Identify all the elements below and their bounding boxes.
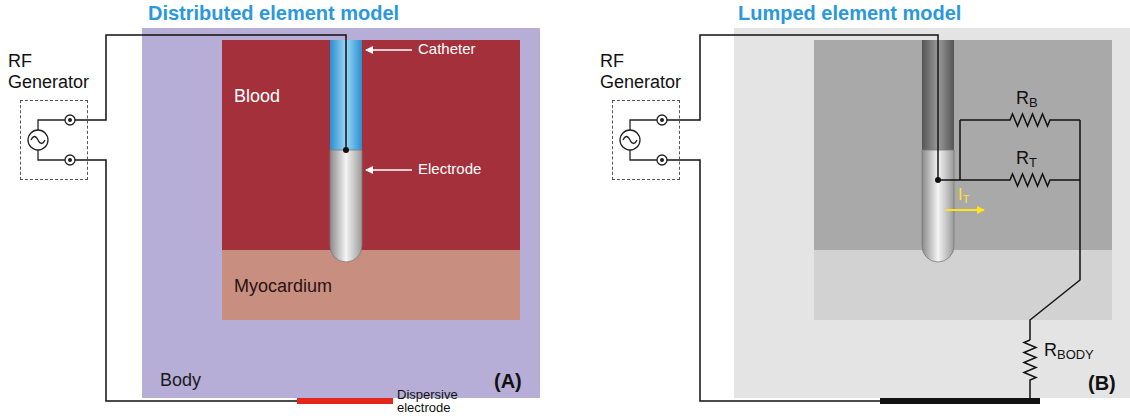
resistor-label: RB: [1016, 88, 1038, 109]
node-label: Myocardium: [234, 276, 332, 297]
source-circle: [28, 130, 48, 150]
internal-wire: [38, 120, 65, 130]
electrode-tip: [330, 150, 362, 262]
leader-arrow: [366, 169, 412, 170]
panel-title: Distributed element model: [148, 2, 399, 25]
terminal-symbol: [657, 155, 667, 165]
node-label: RF Generator: [8, 51, 94, 93]
current-arrow: [946, 209, 984, 211]
terminal-symbol: [65, 155, 75, 165]
subscript: T: [1029, 155, 1037, 170]
body-region: Body BloodMyocardium: [142, 28, 540, 398]
rf-generator-box: RF Generator: [20, 100, 88, 180]
resistor-symbol: [1024, 340, 1036, 398]
resistor-symbol: [960, 174, 1080, 186]
catheter-illustration: [142, 28, 540, 398]
leader-arrow: [366, 49, 412, 50]
current-label: IT: [958, 186, 970, 204]
internal-wire: [38, 150, 65, 160]
part-label: Catheter: [418, 40, 476, 57]
resistor-label: RT: [1016, 148, 1037, 169]
junction-dot: [343, 147, 349, 153]
dispersive-electrode-bar: [880, 398, 1040, 404]
terminal-dot: [68, 118, 72, 122]
ac-source-b: [620, 115, 667, 165]
myocardium-region-grey: [814, 250, 1112, 320]
resistor-symbol: [960, 114, 1080, 126]
subscript: B: [1029, 95, 1038, 110]
rf-generator-box: RF Generator: [612, 100, 680, 180]
subscript: BODY: [1057, 347, 1094, 362]
part-label: Electrode: [418, 160, 481, 177]
terminal-symbol: [65, 115, 75, 125]
wire: [667, 160, 880, 401]
panel-title: Lumped element model: [738, 2, 961, 25]
blood-region: Blood: [222, 40, 520, 250]
wire: [142, 35, 346, 150]
node-label: Body: [160, 370, 201, 391]
blood-region-grey: [814, 40, 1112, 250]
panel-letter: (B): [1088, 372, 1116, 395]
wire: [1030, 120, 1080, 340]
node-label: Blood: [234, 86, 280, 107]
internal-wire: [630, 120, 657, 130]
source-circle: [620, 130, 640, 150]
terminal-symbol: [657, 115, 667, 125]
sine-symbol: [623, 137, 637, 144]
panel-letter: (A): [494, 370, 522, 393]
wire: [75, 159, 88, 161]
internal-wire: [630, 150, 657, 160]
node-label: Dispersive electrode: [397, 388, 473, 414]
body-region-grey: [734, 28, 1130, 398]
terminal-dot: [660, 118, 664, 122]
terminal-dot: [660, 158, 664, 162]
terminal-dot: [68, 158, 72, 162]
resistor-label: RBODY: [1044, 340, 1094, 361]
node-label: RF Generator: [600, 51, 686, 93]
dispersive-electrode: Dispersive electrode: [297, 398, 393, 404]
ac-source-a: [28, 115, 75, 165]
wire: [938, 179, 960, 181]
wire: [667, 35, 938, 180]
myocardium-region: Myocardium: [222, 250, 520, 320]
subscript: T: [962, 193, 969, 205]
sine-symbol: [31, 137, 45, 144]
wire: [959, 120, 961, 180]
